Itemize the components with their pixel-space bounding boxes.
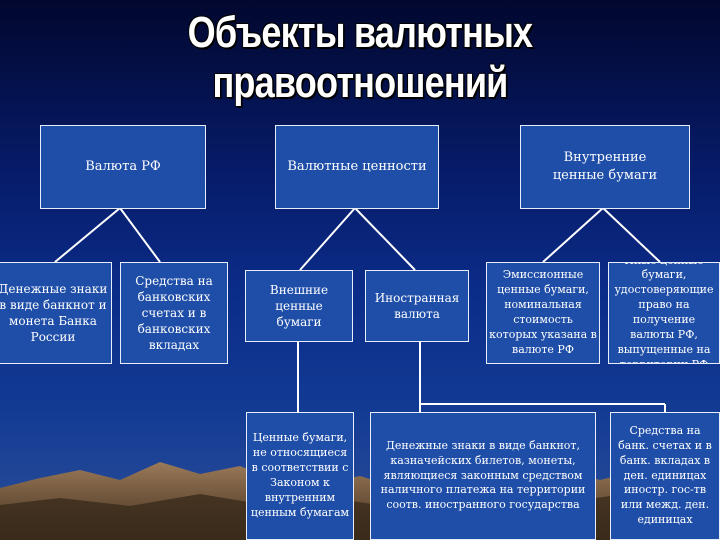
mid-box-label: Внешние ценные бумаги: [269, 282, 329, 330]
mid-box-foreign-currency: Иностранная валюта: [365, 270, 469, 342]
bottom-box-label: Средства на банк. счетах и в банк. вклад…: [618, 424, 712, 527]
mid-box-banknotes: Денежные знаки в виде банкнот и монета Б…: [0, 262, 112, 364]
bottom-box-foreign-accounts: Средства на банк. счетах и в банк. вклад…: [610, 412, 720, 540]
mid-box-label: Эмиссионные ценные бумаги, номинальная с…: [489, 268, 597, 356]
mid-box-label: Средства на банковских счетах и в банков…: [135, 273, 213, 353]
mid-box-external-securities: Внешние ценные бумаги: [245, 270, 353, 342]
mid-box-emission-securities: Эмиссионные ценные бумаги, номинальная с…: [486, 262, 600, 364]
mid-box-bank-accounts: Средства на банковских счетах и в банков…: [120, 262, 228, 364]
mid-box-other-securities: Иные ценные бумаги, удостоверяющие право…: [608, 262, 720, 364]
mid-box-label: Иные ценные бумаги, удостоверяющие право…: [614, 263, 714, 363]
top-box-domestic-securities: Внутренние ценные бумаги: [520, 125, 690, 209]
top-box-currency-values: Валютные ценности: [275, 125, 439, 209]
slide-title: Объекты валютных правоотношений: [187, 8, 533, 107]
mid-box-label: Денежные знаки в виде банкнот и монета Б…: [0, 281, 108, 345]
mid-box-label: Иностранная валюта: [374, 290, 460, 321]
bottom-box-non-domestic-securities: Ценные бумаги, не относящиеся в соответс…: [246, 412, 354, 540]
top-box-label: Валюта РФ: [85, 159, 161, 175]
bottom-box-label: Ценные бумаги, не относящиеся в соответс…: [250, 431, 350, 519]
top-box-label: Внутренние ценные бумаги: [552, 150, 658, 183]
bottom-box-label: Денежные знаки в виде банкнот, казначейс…: [380, 438, 586, 512]
bottom-box-foreign-cash: Денежные знаки в виде банкнот, казначейс…: [370, 412, 596, 540]
top-box-label: Валютные ценности: [287, 159, 427, 175]
top-box-rf-currency: Валюта РФ: [40, 125, 206, 209]
